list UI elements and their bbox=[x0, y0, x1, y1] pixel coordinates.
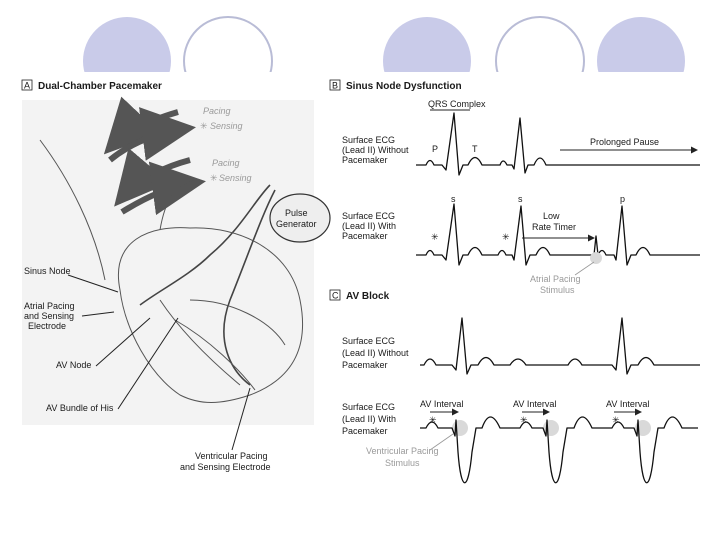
legend-pacing: Pacing bbox=[203, 106, 231, 116]
row-label: Surface ECG bbox=[342, 336, 395, 346]
panel-b-title: Sinus Node Dysfunction bbox=[346, 81, 462, 92]
legend-sensing: Sensing bbox=[219, 173, 252, 183]
row-label: Surface ECG bbox=[342, 402, 395, 412]
p-wave-label: P bbox=[432, 144, 438, 154]
atrial-electrode-label: Electrode bbox=[28, 321, 66, 331]
atrial-electrode-label: and Sensing bbox=[24, 311, 74, 321]
row-label: Surface ECG bbox=[342, 211, 395, 221]
legend-star-icon: ✳ bbox=[210, 173, 218, 183]
panel-c-title: AV Block bbox=[346, 291, 390, 302]
sense-star-icon: ✳ bbox=[612, 415, 620, 425]
beat-marker: p bbox=[620, 194, 625, 204]
stimulus-spark bbox=[590, 252, 602, 264]
qrs-complex-label: QRS Complex bbox=[428, 99, 486, 109]
sinus-node-label: Sinus Node bbox=[24, 266, 71, 276]
pulse-generator bbox=[270, 194, 330, 242]
row-label: Pacemaker bbox=[342, 360, 388, 370]
sense-star-icon: ✳ bbox=[431, 232, 439, 242]
ventricular-electrode-label: and Sensing Electrode bbox=[180, 462, 271, 472]
av-node-label: AV Node bbox=[56, 360, 91, 370]
atrial-electrode-label: Atrial Pacing bbox=[24, 301, 75, 311]
sense-star-icon: ✳ bbox=[502, 232, 510, 242]
his-bundle-label: AV Bundle of His bbox=[46, 403, 114, 413]
low-rate-timer-label: Rate Timer bbox=[532, 222, 576, 232]
t-wave-label: T bbox=[472, 144, 478, 154]
pulse-generator-label: Pulse bbox=[285, 208, 308, 218]
legend-pacing: Pacing bbox=[212, 158, 240, 168]
prolonged-pause-label: Prolonged Pause bbox=[590, 137, 659, 147]
legend-sensing: Sensing bbox=[210, 121, 243, 131]
pulse-generator-label: Generator bbox=[276, 219, 317, 229]
av-interval-label: AV Interval bbox=[513, 399, 556, 409]
beat-marker: s bbox=[451, 194, 456, 204]
panel-a-letter: A bbox=[24, 81, 30, 91]
row-label: (Lead II) With bbox=[342, 221, 396, 231]
heart-shading bbox=[22, 100, 314, 425]
row-label: Pacemaker bbox=[342, 426, 388, 436]
row-label: (Lead II) With bbox=[342, 414, 396, 424]
av-interval-label: AV Interval bbox=[420, 399, 463, 409]
ventricular-stimulus-label: Ventricular Pacing bbox=[366, 446, 439, 456]
row-label: Surface ECG bbox=[342, 135, 395, 145]
row-label: Pacemaker bbox=[342, 155, 388, 165]
panel-b-letter: B bbox=[332, 81, 338, 91]
row-label: (Lead II) Without bbox=[342, 145, 409, 155]
legend-star-icon: ✳ bbox=[200, 121, 208, 131]
low-rate-timer-label: Low bbox=[543, 211, 560, 221]
panel-a-title: Dual-Chamber Pacemaker bbox=[38, 81, 162, 92]
atrial-stimulus-label: Stimulus bbox=[540, 285, 575, 295]
row-label: Pacemaker bbox=[342, 231, 388, 241]
beat-marker: s bbox=[518, 194, 523, 204]
ventricular-stimulus-label: Stimulus bbox=[385, 458, 420, 468]
ventricular-electrode-label: Ventricular Pacing bbox=[195, 451, 268, 461]
atrial-stimulus-label: Atrial Pacing bbox=[530, 274, 581, 284]
av-interval-label: AV Interval bbox=[606, 399, 649, 409]
panel-c-letter: C bbox=[332, 291, 339, 301]
row-label: (Lead II) Without bbox=[342, 348, 409, 358]
sense-star-icon: ✳ bbox=[520, 415, 528, 425]
